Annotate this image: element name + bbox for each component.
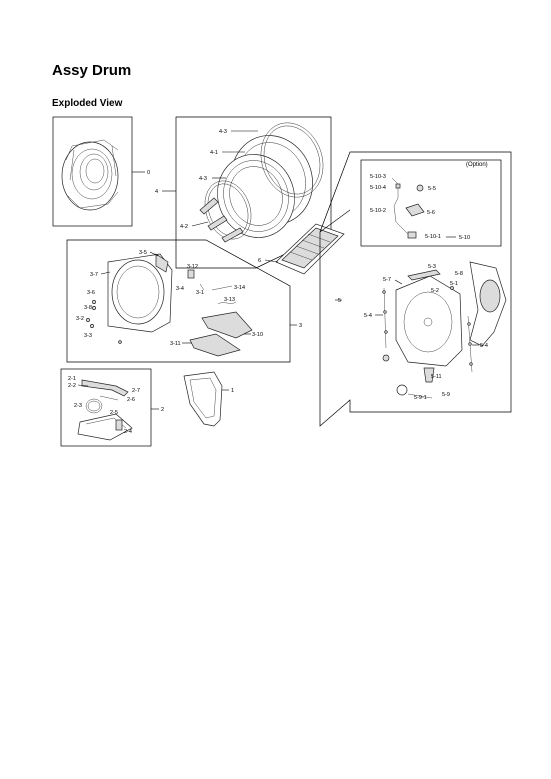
section-title: Exploded View (52, 98, 123, 109)
callout-5-7: 5-7 (383, 277, 391, 283)
callout-4-2: 4-2 (180, 224, 188, 230)
part-5-3-bracket[interactable] (407, 269, 441, 281)
part-5-10-3-harness[interactable] (391, 177, 411, 237)
part-2-6-pin[interactable] (99, 395, 119, 401)
callout-3-4: 3-4 (176, 286, 184, 292)
part-5-4-left-strip[interactable] (382, 287, 388, 349)
callout-5-10-4: 5-10-4 (370, 185, 386, 191)
callout-4-3-top: 4-3 (219, 129, 227, 135)
part-6-filter[interactable] (275, 223, 345, 275)
part-3-5-bracket[interactable] (155, 253, 169, 273)
part-5-8-duct[interactable] (469, 261, 507, 347)
box-part-0 (52, 116, 133, 227)
callout-5-1: 5-1 (450, 281, 458, 287)
callout-5-4-left: 5-4 (364, 313, 372, 319)
callout-3-13: 3-13 (224, 297, 235, 303)
part-2-4-door-panel[interactable] (77, 413, 133, 441)
callout-2-3: 2-3 (74, 403, 82, 409)
callout-3-2: 3-2 (76, 316, 84, 322)
part-5-10-1-valve[interactable] (407, 231, 417, 239)
callout-5-9-1: 5-9-1 (414, 395, 427, 401)
part-3-7-front-frame[interactable] (107, 253, 173, 333)
callout-2-4: 2-4 (124, 429, 132, 435)
part-0-front-assembly[interactable] (61, 139, 119, 211)
part-3-4-latch[interactable] (187, 269, 195, 279)
callout-5-10: 5-10 (459, 235, 470, 241)
callout-4-3-mid: 4-3 (199, 176, 207, 182)
box-part-3 (66, 239, 291, 363)
callout-5-6: 5-6 (427, 210, 435, 216)
callout-3-5: 3-5 (139, 250, 147, 256)
part-5-1-screw[interactable] (450, 286, 454, 290)
callout-2-1: 2-1 (68, 376, 76, 382)
callout-5-10-2: 5-10-2 (370, 208, 386, 214)
part-1-door-seal[interactable] (183, 371, 223, 427)
callout-3-12: 3-12 (187, 264, 198, 270)
callout-5-8: 5-8 (455, 271, 463, 277)
callout-5-11: 5-11 (431, 374, 442, 380)
callout-5: 5 (338, 298, 341, 304)
callout-3-6: 3-6 (87, 290, 95, 296)
part-5-5-connector[interactable] (416, 184, 424, 192)
part-3-14-rod[interactable] (211, 285, 233, 291)
part-5-11-hose[interactable] (423, 367, 435, 383)
callout-3-8: 3-8 (84, 305, 92, 311)
part-4-1-drum[interactable] (206, 124, 325, 248)
part-2-3-gasket-ring[interactable] (85, 398, 103, 414)
callout-3-1: 3-1 (196, 290, 204, 296)
part-4-3-ring-rear[interactable] (251, 114, 333, 206)
callout-5-10-3: 5-10-3 (370, 174, 386, 180)
page-title: Assy Drum (52, 62, 132, 79)
callout-1: 1 (231, 388, 234, 394)
callout-5-5: 5-5 (428, 186, 436, 192)
callout-3-14: 3-14 (234, 285, 245, 291)
box-part-2 (60, 368, 152, 447)
callout-2-2: 2-2 (68, 383, 76, 389)
part-5-6-sensor[interactable] (405, 203, 425, 217)
part-5-4-right-strip[interactable] (467, 315, 473, 373)
callout-2-7: 2-7 (132, 388, 140, 394)
callout-4: 4 (155, 189, 158, 195)
part-5-9-bearing[interactable] (396, 384, 433, 399)
part-2-7-hinge-bar[interactable] (81, 379, 129, 397)
callout-5-10-1: 5-10-1 (425, 234, 441, 240)
part-5-10-4-clip[interactable] (395, 183, 401, 189)
callout-3-11: 3-11 (170, 341, 181, 347)
callout-2-6: 2-6 (127, 397, 135, 403)
callout-4-1: 4-1 (210, 150, 218, 156)
callout-5-4-right: 5-4 (480, 343, 488, 349)
part-3-13-wire[interactable] (217, 301, 237, 305)
part-5-7-rear-panel[interactable] (395, 275, 463, 367)
option-label: (Option) (466, 162, 488, 168)
callout-3-7: 3-7 (90, 272, 98, 278)
part-4-2-lifters[interactable] (199, 197, 244, 243)
callout-5-3: 5-3 (428, 264, 436, 270)
box-option (360, 159, 502, 247)
callout-3: 3 (299, 323, 302, 329)
callout-2: 2 (161, 407, 164, 413)
part-3-11-rail[interactable] (189, 333, 241, 357)
part-2-5-clip[interactable] (115, 419, 123, 431)
part-3-screws[interactable] (86, 300, 122, 344)
callout-5-2: 5-2 (431, 288, 439, 294)
callout-6: 6 (258, 258, 261, 264)
box-part-5 (319, 151, 512, 427)
callout-5-9: 5-9 (442, 392, 450, 398)
callout-3-10: 3-10 (252, 332, 263, 338)
part-3-1-pin[interactable] (199, 283, 205, 291)
callout-2-5: 2-5 (110, 410, 118, 416)
callout-3-3: 3-3 (84, 333, 92, 339)
part-5-small-bolt[interactable] (382, 354, 390, 362)
callout-0: 0 (147, 170, 150, 176)
